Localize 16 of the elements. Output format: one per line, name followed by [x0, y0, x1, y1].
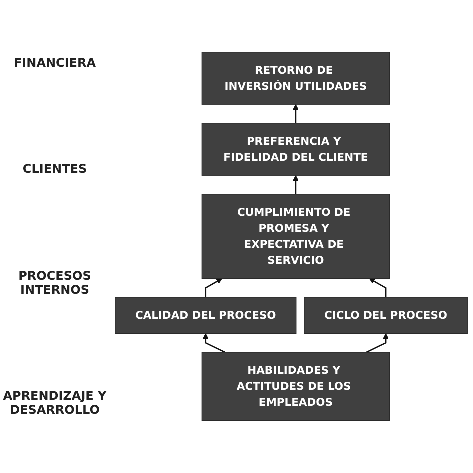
level-label: APRENDIZAJE Y DESARROLLO [2, 388, 108, 417]
arrow [366, 333, 389, 353]
node-box: CALIDAD DEL PROCESO [115, 297, 297, 334]
level-label: FINANCIERA [12, 56, 98, 70]
arrow [293, 175, 299, 194]
level-label: PROCESOS INTERNOS [18, 268, 92, 297]
arrow [202, 333, 226, 353]
arrow [205, 278, 223, 298]
node-box: PREFERENCIA Y FIDELIDAD DEL CLIENTE [202, 122, 390, 176]
arrow [293, 104, 299, 124]
node-box: RETORNO DE INVERSIÓN UTILIDADES [202, 52, 390, 105]
arrow [369, 278, 387, 298]
node-box: CICLO DEL PROCESO [304, 297, 468, 334]
node-box: HABILIDADES Y ACTITUDES DE LOS EMPLEADOS [202, 352, 390, 422]
level-label: CLIENTES [22, 162, 88, 176]
node-box: CUMPLIMIENTO DE PROMESA Y EXPECTATIVA DE SERVICIO [202, 194, 390, 280]
